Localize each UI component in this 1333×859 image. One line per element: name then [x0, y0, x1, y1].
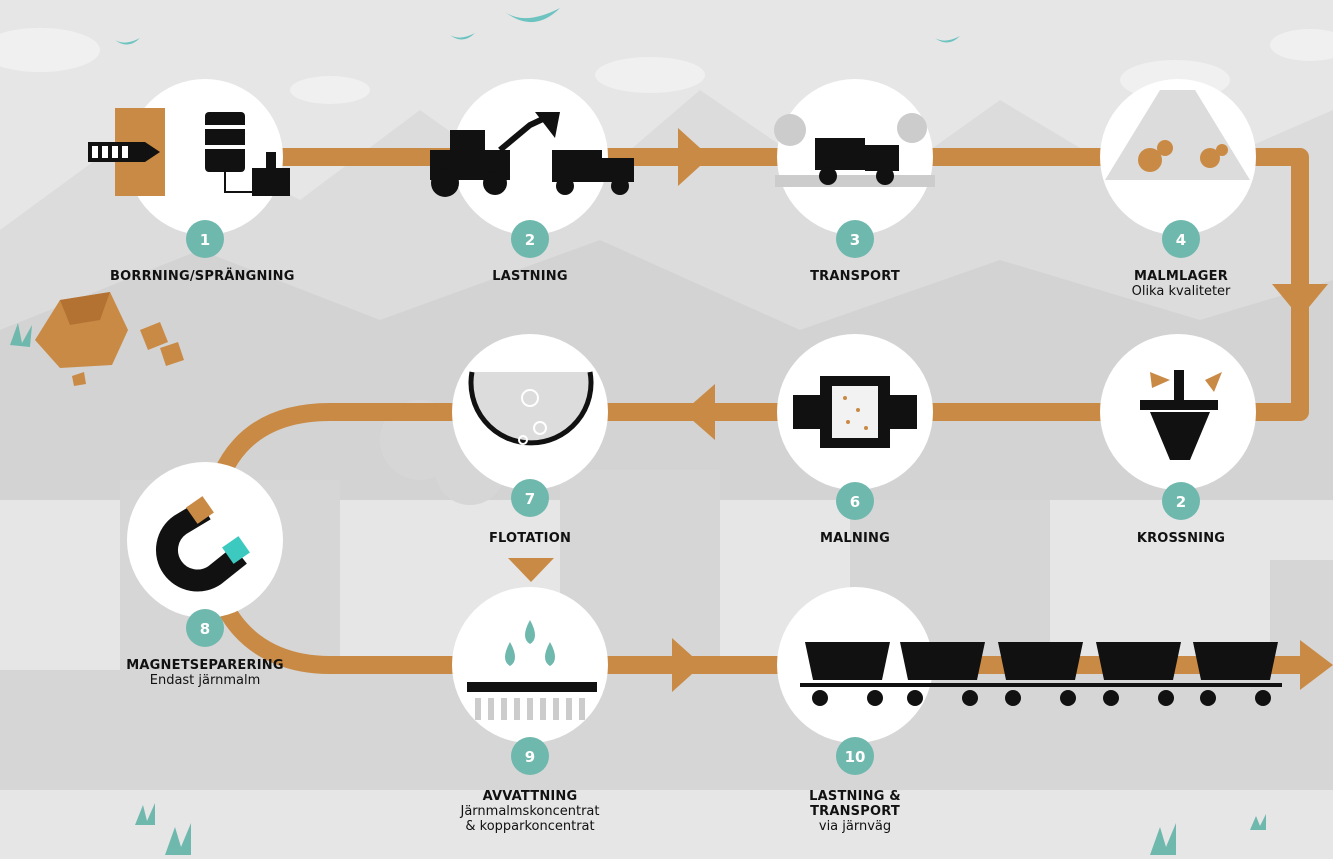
step-title: BORRNING/SPRÄNGNING [110, 269, 295, 284]
step-title: LASTNING & TRANSPORT [809, 789, 901, 819]
svg-text:8: 8 [200, 620, 210, 638]
bird-icon [115, 38, 140, 45]
arrow-left-icon [683, 384, 715, 440]
ore-stockpile-icon [1105, 90, 1250, 180]
drill-and-detonator-icon [88, 108, 290, 196]
cone-crusher-icon [1140, 370, 1222, 460]
step-title: KROSSNING [1136, 531, 1226, 546]
arrow-right-icon [678, 128, 710, 186]
dewatering-filter-icon [467, 620, 597, 720]
step-label-borrning: BORRNING/SPRÄNGNING [110, 269, 295, 284]
step-number-badge: 1 [186, 220, 224, 258]
step-number-badges: 1 2 3 4 2 6 7 8 9 10 [186, 220, 1200, 775]
clouds [0, 28, 1333, 104]
step-subtitle: Olika kvaliteter [1131, 284, 1231, 299]
step-title: MALMLAGER [1134, 269, 1228, 284]
flotation-tank-icon [468, 371, 594, 446]
step-subtitle: via järnväg [818, 819, 892, 834]
step-title: AVVATTNING [482, 789, 578, 804]
loader-and-truck-icon [430, 112, 634, 197]
bird-icon [935, 36, 960, 43]
dump-truck-icon [774, 113, 935, 187]
step-label-lastning-transport: LASTNING & TRANSPORT via järnväg [765, 789, 945, 834]
svg-text:6: 6 [850, 493, 860, 511]
svg-text:2: 2 [525, 231, 535, 249]
step-title: TRANSPORT [810, 269, 900, 284]
rock-pile-illustration [10, 292, 184, 386]
grass-tufts [135, 803, 1266, 855]
step-number-badge: 2 [1162, 482, 1200, 520]
step-label-flotation: FLOTATION [440, 531, 620, 546]
birds [115, 8, 960, 45]
step-label-malmlager: MALMLAGER Olika kvaliteter [1091, 269, 1271, 299]
step-label-transport: TRANSPORT [765, 269, 945, 284]
svg-text:1: 1 [200, 231, 210, 249]
grinding-mill-icon [793, 376, 917, 448]
flow-arrows [508, 128, 1333, 692]
step-label-krossning: KROSSNING [1091, 531, 1271, 546]
svg-text:10: 10 [845, 748, 866, 766]
step-title: MAGNETSEPARERING [126, 658, 284, 673]
train-wagons-icon [800, 642, 1282, 706]
background-mountains [0, 90, 1333, 500]
step-number-badge: 10 [836, 737, 874, 775]
svg-text:9: 9 [525, 748, 535, 766]
step-label-malning: MALNING [765, 531, 945, 546]
step-subtitle-2: & kopparkoncentrat [465, 819, 595, 834]
step-number-badge: 4 [1162, 220, 1200, 258]
arrow-down-icon [508, 558, 554, 582]
step-subtitle: Järnmalmskoncentrat [460, 804, 600, 819]
city-silhouette [0, 400, 1333, 790]
svg-text:2: 2 [1176, 493, 1186, 511]
svg-text:7: 7 [525, 490, 535, 508]
arrow-down-icon [1272, 284, 1328, 318]
bird-icon [450, 33, 475, 40]
step-number-badge: 8 [186, 609, 224, 647]
arrow-right-icon [1300, 640, 1333, 690]
step-label-lastning: LASTNING [440, 269, 620, 284]
svg-text:3: 3 [850, 231, 860, 249]
magnet-icon [156, 496, 250, 592]
step-number-badge: 9 [511, 737, 549, 775]
step-label-avvattning: AVVATTNING Järnmalmskoncentrat & koppark… [440, 789, 620, 834]
step-title: FLOTATION [488, 531, 572, 546]
step-number-badge: 6 [836, 482, 874, 520]
step-label-magnetseparering: MAGNETSEPARERING Endast järnmalm [115, 658, 295, 688]
step-title: MALNING [820, 531, 890, 546]
step-title: LASTNING [492, 269, 568, 284]
arrow-right-icon [672, 638, 702, 692]
step-number-badge: 7 [511, 479, 549, 517]
step-number-badge: 3 [836, 220, 874, 258]
svg-text:4: 4 [1176, 231, 1186, 249]
step-number-badge: 2 [511, 220, 549, 258]
bird-icon [505, 8, 560, 23]
step-subtitle: Endast järnmalm [149, 673, 261, 688]
